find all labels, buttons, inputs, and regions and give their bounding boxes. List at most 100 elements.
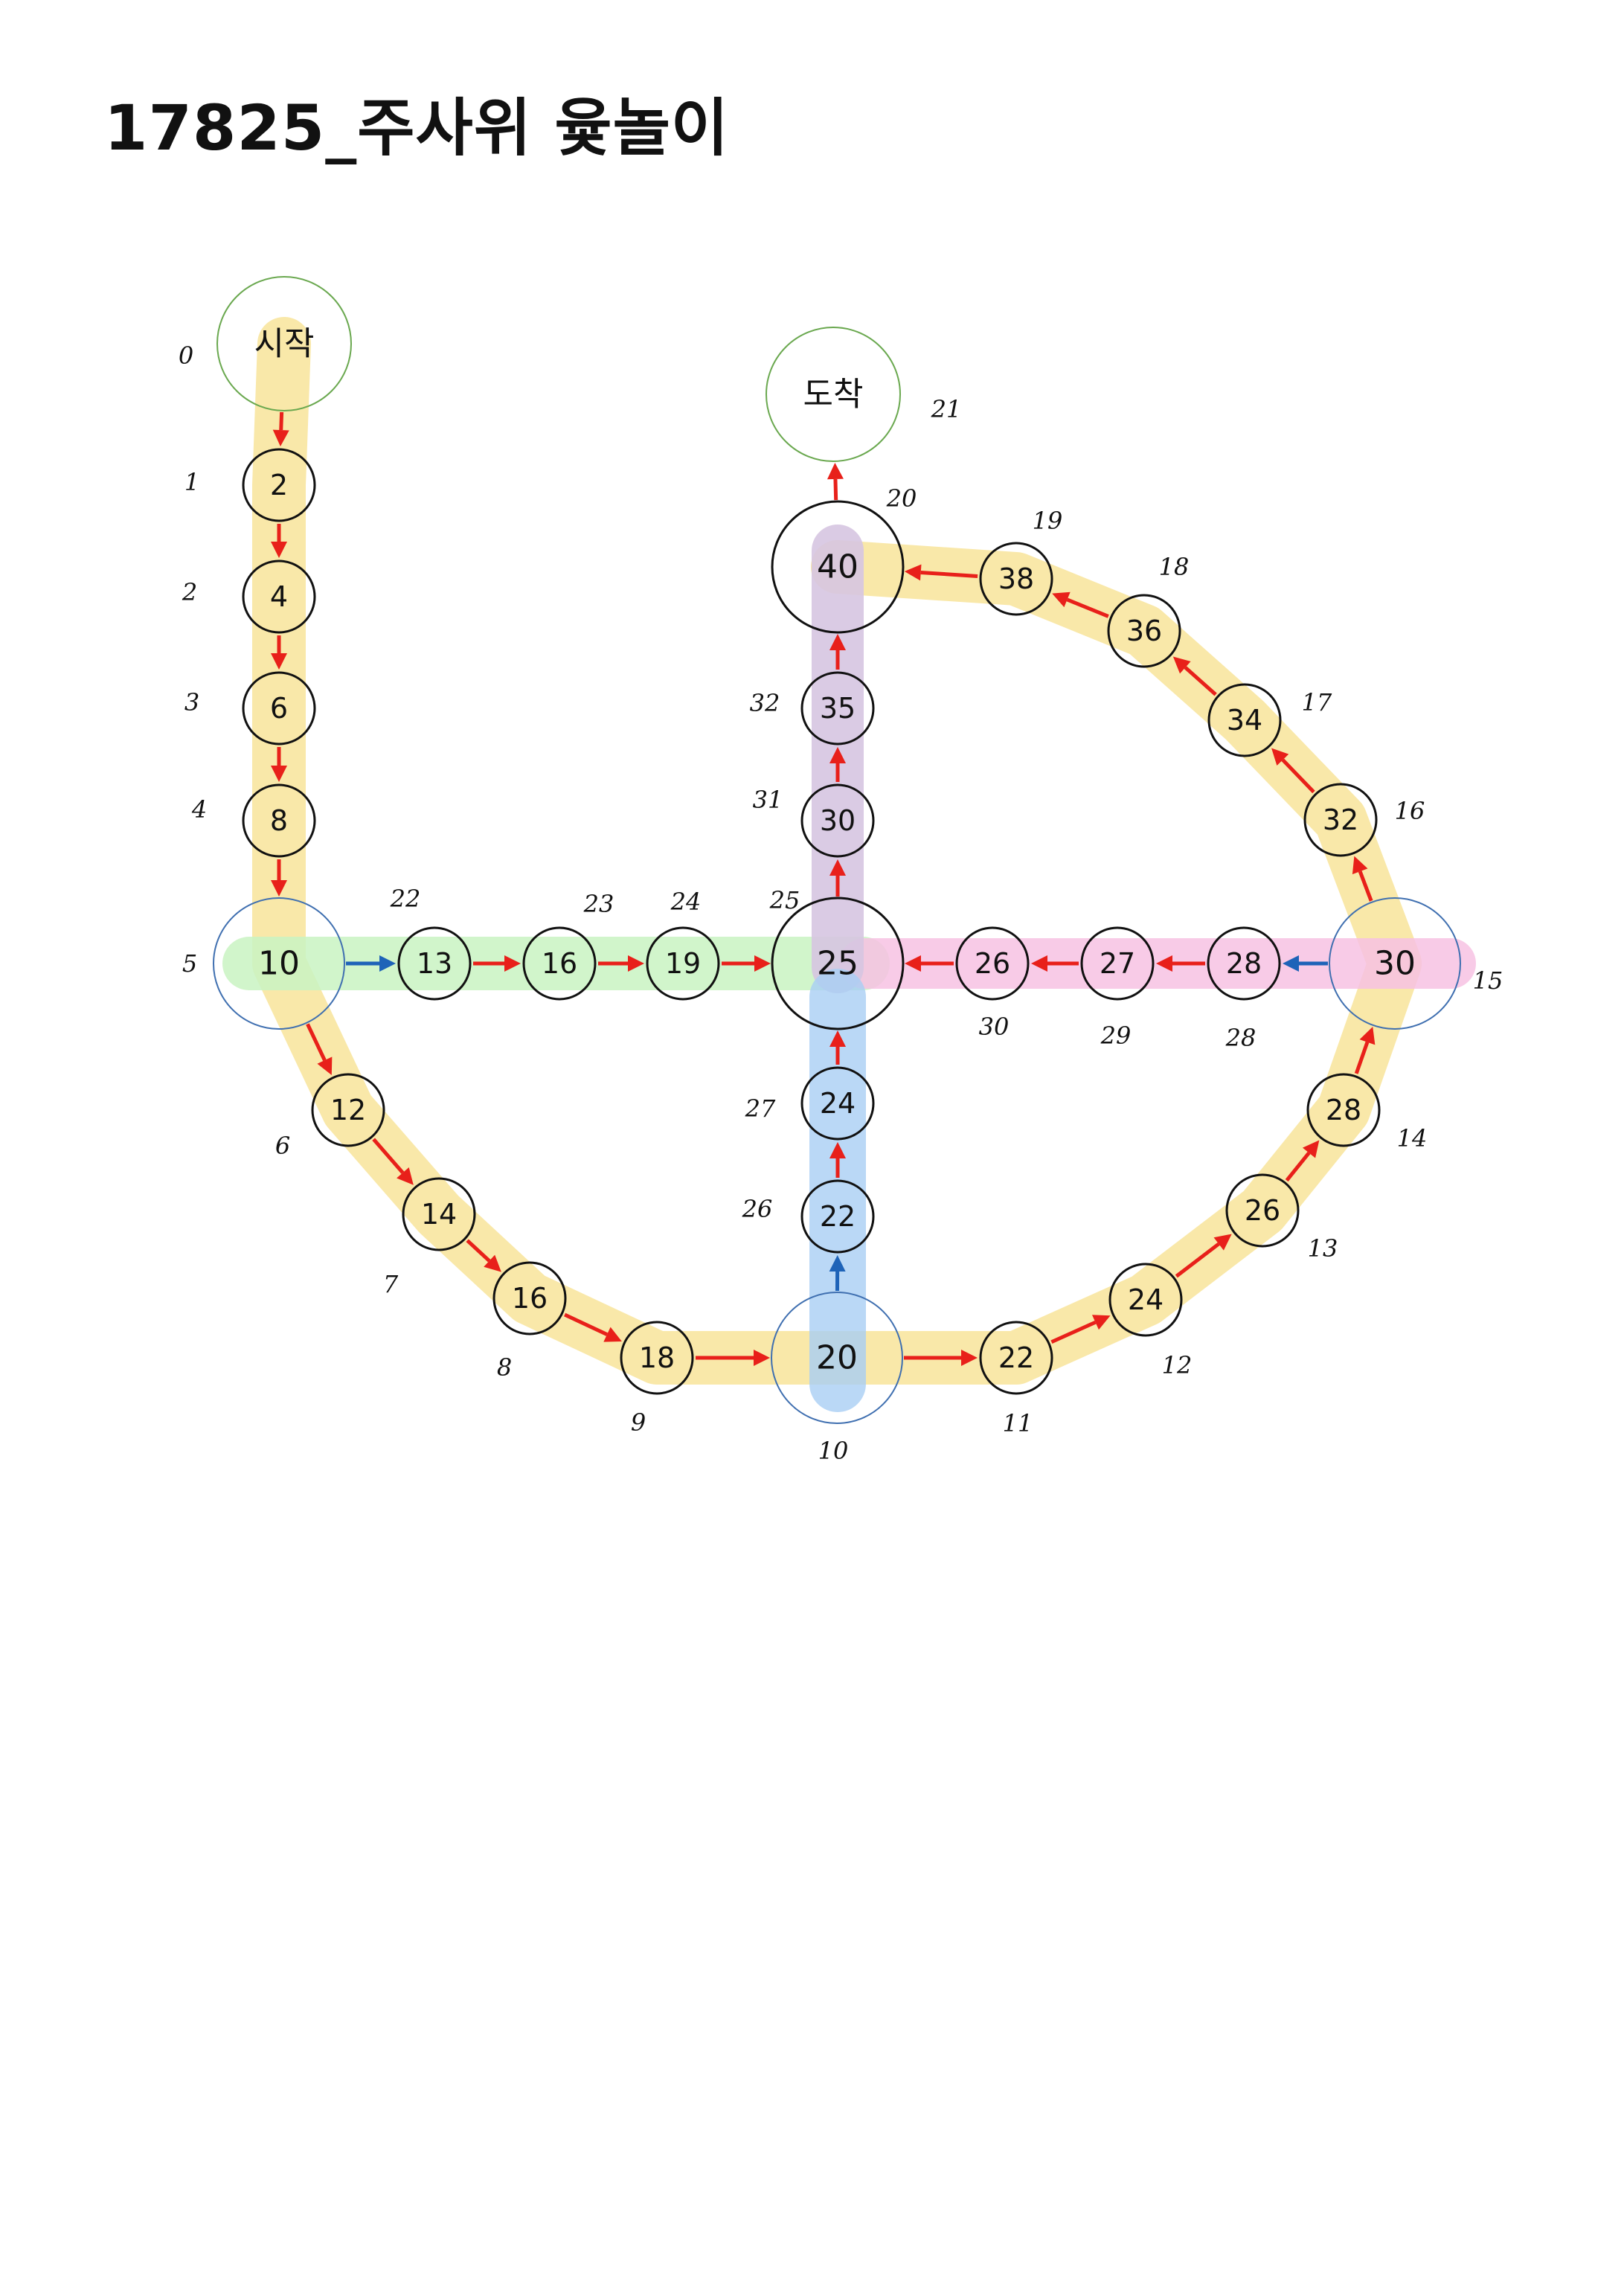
node-circle: [955, 926, 1030, 1001]
node-s32: 32: [1303, 783, 1378, 857]
node-s24: 24: [1108, 1263, 1183, 1337]
node-score-label: 32: [1323, 804, 1358, 836]
node-circle: [1207, 683, 1282, 757]
arrow-head: [1156, 955, 1172, 972]
node-index-label: 21: [931, 395, 962, 423]
node-g19: 19: [646, 926, 720, 1001]
arrow-head: [1283, 955, 1299, 972]
arrow-head: [628, 955, 644, 972]
node-s30: 30: [1329, 897, 1461, 1030]
arrow-shaft: [564, 1312, 609, 1336]
node-b22: 22: [800, 1179, 875, 1254]
arrow-head: [905, 955, 921, 972]
arrow-s34-to-s36: [1172, 656, 1217, 696]
node-ring: [1329, 897, 1461, 1030]
node-index-label: 18: [1159, 553, 1190, 581]
node-s2: 2: [242, 448, 316, 522]
node-circle: [800, 1179, 875, 1254]
node-ring: [771, 897, 905, 1030]
arrow-head: [1052, 591, 1071, 608]
node-index-label: 29: [1100, 1022, 1132, 1050]
arrow-s38-to-s40: [904, 564, 978, 581]
arrow-s8-to-s10: [271, 859, 287, 897]
node-index-label: 5: [182, 949, 197, 978]
arrow-head: [484, 1254, 501, 1272]
node-ring: [213, 897, 345, 1030]
arrow-s2-to-s4: [271, 524, 287, 558]
node-index-label: 7: [383, 1270, 399, 1298]
node-s18: 18: [620, 1321, 694, 1395]
node-score-label: 12: [330, 1094, 366, 1126]
node-circle: [800, 671, 875, 745]
node-v35: 35: [800, 671, 875, 745]
node-score-label: 14: [421, 1198, 457, 1231]
arrow-b24-to-c25: [829, 1030, 846, 1065]
node-s16: 16: [492, 1261, 567, 1335]
arrow-shaft: [1285, 1152, 1311, 1182]
node-s26: 26: [1225, 1173, 1300, 1248]
node-index-label: 31: [753, 786, 783, 814]
arrow-s24-to-s26: [1175, 1234, 1232, 1278]
node-circle: [402, 1177, 476, 1251]
node-index-label: 30: [979, 1013, 1010, 1041]
arrow-edges: [271, 411, 1376, 1366]
arrow-shaft: [1354, 1041, 1370, 1074]
node-s12: 12: [311, 1073, 385, 1147]
arrow-head: [754, 1350, 770, 1366]
node-g13: 13: [397, 926, 472, 1001]
node-s40: 40: [771, 500, 905, 634]
arrow-shaft: [466, 1239, 491, 1263]
arrow-head: [1091, 1315, 1111, 1330]
node-circle: [979, 542, 1053, 616]
node-index-label: 12: [1162, 1351, 1193, 1379]
arrow-b22-to-b24: [829, 1142, 846, 1178]
node-p27: 27: [1080, 926, 1155, 1001]
node-index-label: 25: [769, 886, 800, 914]
node-ring: [216, 276, 352, 411]
node-s38: 38: [979, 542, 1053, 616]
node-index-label: 24: [670, 888, 702, 916]
node-ring: [766, 327, 901, 462]
node-p26: 26: [955, 926, 1030, 1001]
node-index-label: 3: [184, 688, 199, 716]
node-index-label: 22: [390, 885, 421, 913]
page-title: 17825_주사위 윷놀이: [104, 92, 730, 164]
node-index-label: 16: [1395, 797, 1425, 825]
node-score-label: 26: [1245, 1194, 1280, 1227]
arrow-shaft: [833, 478, 838, 501]
arrow-s14-to-s16: [466, 1239, 501, 1272]
arrow-shaft: [372, 1138, 405, 1174]
node-index-label: 8: [497, 1353, 512, 1382]
arrow-shaft: [920, 570, 978, 579]
node-index-label: 10: [818, 1437, 849, 1465]
node-start: 시작: [216, 276, 352, 411]
arrow-head: [504, 955, 521, 972]
arrow-head: [1031, 955, 1047, 972]
arrow-s4-to-s6: [271, 635, 287, 670]
node-index-label: 14: [1397, 1124, 1428, 1152]
node-score-label: 2: [270, 469, 288, 501]
node-score-label: 20: [816, 1339, 858, 1377]
node-score-label: 27: [1100, 947, 1135, 980]
node-score-label: 36: [1126, 615, 1162, 647]
node-score-label: 34: [1227, 704, 1262, 737]
node-circle: [522, 926, 597, 1001]
arrow-head: [397, 1167, 414, 1185]
node-score-label: 16: [542, 947, 577, 980]
arrow-head: [1302, 1140, 1320, 1158]
arrow-head: [603, 1327, 622, 1342]
node-score-label: 8: [270, 804, 288, 837]
node-index-label: 19: [1033, 507, 1063, 535]
arrow-s32-to-s34: [1271, 748, 1315, 794]
node-index-label: 13: [1308, 1234, 1338, 1263]
node-score-label: 19: [665, 947, 701, 980]
arrow-head: [1213, 1234, 1232, 1251]
node-circle: [646, 926, 720, 1001]
arrow-s12-to-s14: [372, 1138, 414, 1185]
arrow-head: [827, 462, 844, 480]
node-score-label: 16: [512, 1282, 548, 1315]
arrow-s16-to-s18: [564, 1312, 622, 1342]
arrow-s28-to-s30: [1354, 1026, 1376, 1074]
node-score-label: 25: [817, 945, 858, 983]
